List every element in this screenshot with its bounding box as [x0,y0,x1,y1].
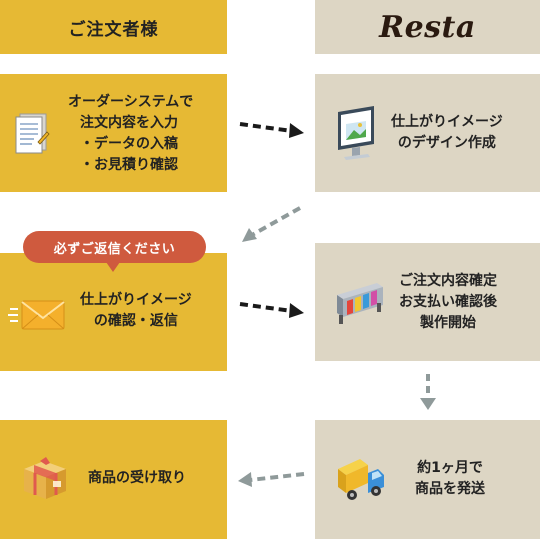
document-icon [15,113,50,154]
reply-required-badge: 必ずご返信ください [23,231,206,263]
step-production-text: ご注文内容確定 お支払い確認後 製作開始 [399,271,497,334]
step-order-line: 注文内容を入力 [80,115,178,131]
step-order-line: ・お見積り確認 [80,157,178,173]
flow-arrow-confirm-to-production [239,302,304,318]
step-order-line: オーダーシステムで [68,94,194,110]
step-shipping-line: 約1ヶ月で [417,460,483,476]
flow-arrow-order-to-design [239,122,304,138]
step-receive-line: 商品の受け取り [88,470,186,486]
step-confirm-line: 仕上がりイメージ [80,292,192,308]
resta-logo: Resta [379,9,476,45]
resta-header: Resta [315,0,540,54]
step-production-box: ご注文内容確定 お支払い確認後 製作開始 [315,243,540,361]
flow-arrow-shipping-to-receive [238,472,305,487]
printer-icon [337,283,383,324]
customer-header-label: ご注文者様 [68,19,159,40]
truck-icon [338,459,384,500]
step-production-line: お支払い確認後 [399,294,497,310]
step-receive-text: 商品の受け取り [88,468,186,489]
envelope-icon [8,300,65,330]
customer-header: ご注文者様 [0,0,227,54]
step-design-line: 仕上がりイメージ [391,114,503,130]
step-order-text: オーダーシステムで 注文内容を入力 ・データの入稿 ・お見積り確認 [68,92,193,176]
step-production-line: 製作開始 [420,315,476,331]
step-shipping-line: 商品を発送 [415,481,485,497]
flow-arrow-design-to-confirm [242,206,301,242]
monitor-icon [338,106,374,160]
package-icon [24,457,66,499]
step-production-line: ご注文内容確定 [399,273,497,289]
step-order-line: ・データの入稿 [80,136,178,152]
reply-required-text: 必ずご返信ください [53,241,176,257]
step-confirm-line: の確認・返信 [93,313,178,329]
flow-arrow-production-to-shipping [420,374,436,410]
reply-required-badge-tail [106,262,120,272]
step-design-line: のデザイン作成 [397,135,496,151]
step-confirm-text: 仕上がりイメージ の確認・返信 [80,290,192,332]
step-shipping-text: 約1ヶ月で 商品を発送 [415,458,485,500]
step-design-text: 仕上がりイメージ のデザイン作成 [391,112,503,154]
